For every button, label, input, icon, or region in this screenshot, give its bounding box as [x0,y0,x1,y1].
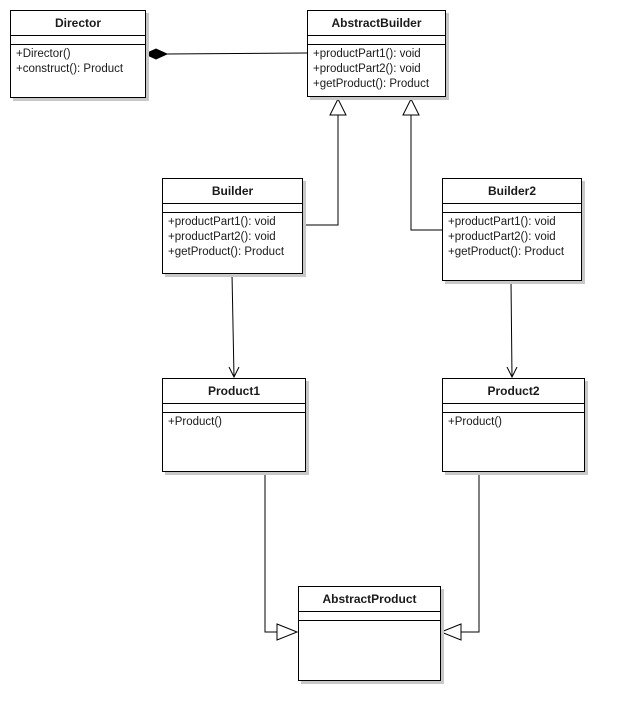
divider [163,403,305,404]
generalization-line-builder2-abstractbuilder [410,115,442,231]
attributes-compartment [163,204,302,212]
operations-compartment [299,621,440,623]
operation: +Product() [168,416,223,428]
operations-compartment: +productPart1(): void +productPart2(): v… [443,213,581,260]
operation: +getProduct(): Product [168,246,285,258]
operation: +Director() [16,48,71,60]
generalization-triangle-product2 [439,623,462,641]
divider [308,44,445,45]
generalization-line-product2-abstractproduct [461,472,480,633]
operations-compartment: +Product() [163,413,305,430]
class-product2[interactable]: Product2 +Product() [442,378,585,472]
divider [443,403,584,404]
composition-line-director-abstractbuilder [165,52,308,55]
dependency-arrowhead-product2 [506,366,518,379]
generalization-triangle-product1 [276,623,299,641]
divider [299,611,440,612]
attributes-compartment [443,404,584,412]
divider [299,620,440,621]
attributes-compartment [11,36,145,44]
class-name: Product1 [207,384,260,398]
operation: +construct(): Product [16,63,124,75]
class-abstractbuilder[interactable]: AbstractBuilder +productPart1(): void +p… [307,10,446,97]
composition-diamond [143,48,169,60]
operation: +Product() [448,416,503,428]
divider [163,212,302,213]
class-name: Product2 [487,384,540,398]
dependency-line-builder2-product2 [510,280,513,378]
class-name: Director [54,16,101,30]
divider [443,203,581,204]
class-builder2[interactable]: Builder2 +productPart1(): void +productP… [442,178,582,281]
divider [11,35,145,36]
operations-compartment: +Product() [443,413,584,430]
divider [163,203,302,204]
attributes-compartment [308,36,445,44]
divider [443,212,581,213]
class-product1[interactable]: Product1 +Product() [162,378,306,472]
operation: +getProduct(): Product [313,78,430,90]
class-name: AbstractProduct [322,592,417,606]
operation: +getProduct(): Product [448,246,565,258]
operation: +productPart1(): void [168,216,276,228]
class-name: Builder2 [487,184,536,198]
operations-compartment: +productPart1(): void +productPart2(): v… [308,45,445,92]
class-builder[interactable]: Builder +productPart1(): void +productPa… [162,178,303,274]
operations-compartment: +Director() +construct(): Product [11,45,145,77]
operation: +productPart1(): void [448,216,556,228]
operation: +productPart2(): void [313,63,421,75]
generalization-triangle-builder [329,97,347,116]
generalization-line-builder-abstractbuilder [304,115,339,226]
class-director[interactable]: Director +Director() +construct(): Produ… [10,10,146,98]
attributes-compartment [443,204,581,212]
class-name: AbstractBuilder [331,16,422,30]
divider [11,44,145,45]
operation: +productPart2(): void [448,231,556,243]
class-abstractproduct[interactable]: AbstractProduct [298,586,441,681]
divider [443,412,584,413]
operation: +productPart1(): void [313,48,421,60]
generalization-triangle-builder2 [402,97,420,116]
dependency-arrowhead-product1 [228,366,240,379]
divider [308,35,445,36]
divider [163,412,305,413]
class-name: Builder [211,184,254,198]
generalization-line-product1-abstractproduct [264,472,277,633]
operation: +productPart2(): void [168,231,276,243]
operations-compartment: +productPart1(): void +productPart2(): v… [163,213,302,260]
dependency-line-builder-product1 [231,273,235,378]
attributes-compartment [163,404,305,412]
attributes-compartment [299,612,440,620]
